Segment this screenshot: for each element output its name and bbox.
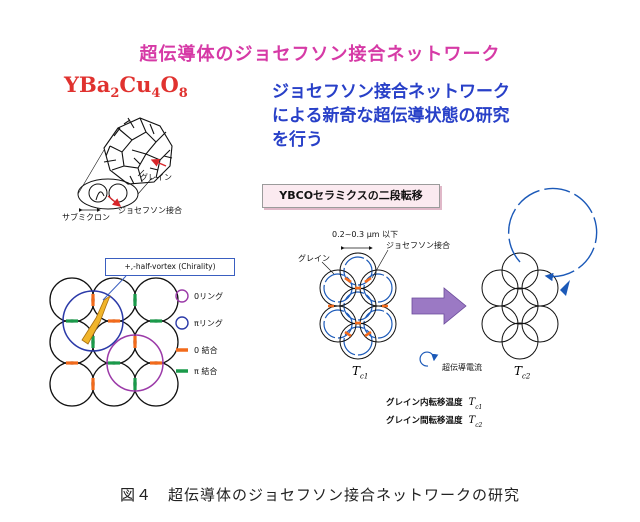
global-current-loop [507,187,598,282]
junction-markers [66,294,162,390]
grain-zoom-ellipse [77,149,167,212]
tc1-label: Tc1 [352,364,369,381]
junction-markers-tc1 [328,276,388,338]
grain-cluster [103,117,173,185]
size-indicator [321,246,389,279]
transition-junction-label: ジョセフソン接合 [386,241,450,250]
junction-label: ジョセフソン接合 [118,206,182,215]
legend-pi-junction: π 結合 [194,367,218,376]
legend-zero-junction: 0 結合 [194,346,218,355]
headline-line-2: による新奇な超伝導状態の研究 [272,106,510,126]
current-legend-icon [419,351,439,367]
transition-arrow [411,287,467,325]
size-label: 0.2~0.3 μm 以下 [332,230,399,239]
figure-caption: 図４ 超伝導体のジョセフソン接合ネットワークの研究 [119,486,520,504]
chemical-formula: YBa2Cu4O8 [64,72,188,102]
grain-arrangement-tc2 [481,252,559,360]
chirality-label: +,-half-vortex (Chirality) [105,258,235,276]
tc2-label: Tc2 [514,364,531,381]
grain-label: グレイン [140,173,172,182]
transition-grain-label: グレイン [298,254,330,263]
legend-pi-ring: πリング [194,319,223,328]
submicron-label: サブミクロン [62,213,110,222]
half-vortex-arrow [81,275,127,345]
ybco-transition-title: YBCOセラミクスの二段転移 [262,184,440,208]
headline-line-1: ジョセフソン接合ネットワーク [272,82,510,102]
current-label: 超伝導電流 [442,363,482,372]
headline-line-3: を行う [272,130,323,150]
vortex-rings-highlight [62,290,164,392]
headline: ジョセフソン接合ネットワーク による新奇な超伝導状態の研究 を行う [272,80,592,152]
page-title: 超伝導体のジョセフソン接合ネットワーク [139,44,501,65]
current-arrowhead [560,280,570,296]
legend-zero-ring: 0リング [194,292,224,301]
vortex-legend-symbols [175,289,189,373]
